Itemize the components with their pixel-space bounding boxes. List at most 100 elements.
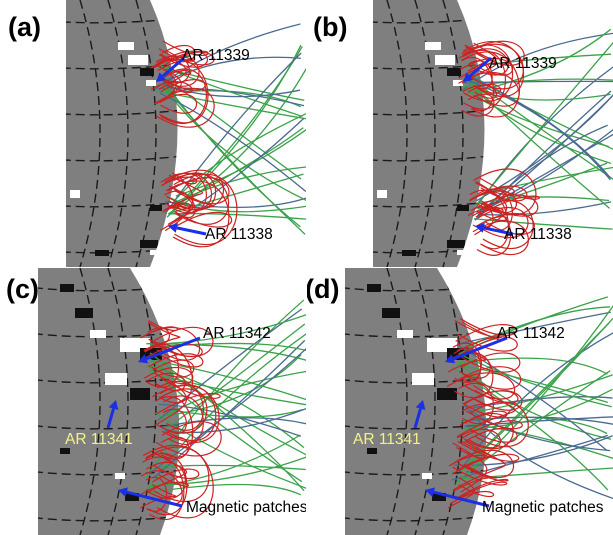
closed-field-loop: [464, 427, 518, 443]
pointer-arrow: [118, 487, 183, 508]
closed-field-loop: [155, 56, 200, 87]
ar-11341-label: AR 11341: [65, 431, 133, 448]
open-field-line: [479, 128, 613, 212]
magnetic-patch: [447, 68, 461, 76]
open-field-line: [464, 416, 613, 428]
closed-field-loop: [476, 210, 508, 227]
closed-field-loop: [452, 440, 506, 491]
open-field-line: [467, 87, 611, 101]
open-field-line: [154, 412, 306, 489]
magnetic-patch: [447, 240, 465, 248]
magnetic-patch: [146, 80, 156, 86]
open-field-line: [461, 311, 611, 344]
closed-field-loop: [479, 200, 534, 249]
closed-field-loop: [145, 446, 210, 503]
sun-disk: [345, 268, 487, 535]
closed-field-loop: [455, 318, 517, 342]
open-field-line: [456, 344, 608, 452]
magnetic-patch: [130, 388, 150, 400]
magnetic-patch: [457, 250, 467, 255]
ar-11338-label: AR 11338: [205, 226, 273, 243]
open-field-line: [455, 364, 608, 404]
closed-field-loop: [456, 428, 502, 449]
closed-field-loop: [460, 352, 521, 373]
open-field-line: [470, 423, 613, 459]
closed-field-loop: [460, 51, 520, 118]
magnetic-patch: [75, 308, 93, 318]
pointer-arrow: [413, 400, 426, 429]
sun-field-image: [373, 0, 613, 267]
closed-field-loop: [156, 50, 208, 68]
panel-d: (d) AR 11342 AR 11341 Magnetic patches: [307, 268, 613, 535]
pointer-arrow: [106, 400, 119, 429]
closed-field-loop: [141, 474, 189, 495]
panel-c: (c) AR 11342 AR 11341 Magnetic patches: [0, 268, 306, 535]
magnetic-patch: [140, 240, 158, 248]
magnetic-patch: [367, 448, 377, 454]
magnetic-patches-label: Magnetic patches: [482, 499, 604, 516]
coordinate-grid: [66, 0, 178, 267]
closed-field-loop: [454, 319, 502, 356]
magnetic-patch: [105, 373, 127, 385]
sun-disk: [373, 0, 485, 267]
closed-field-loop: [142, 444, 214, 519]
magnetic-patch: [118, 42, 134, 50]
magnetic-patch: [70, 190, 80, 198]
open-field-line: [148, 370, 306, 406]
closed-field-loop: [145, 477, 168, 512]
magnetic-patch: [422, 473, 432, 479]
open-field-line: [455, 305, 613, 485]
panel-b: (b) AR 11339 AR 11338: [307, 0, 613, 267]
open-field-line: [462, 80, 613, 84]
open-field-line: [148, 364, 305, 449]
magnetic-patch: [425, 42, 441, 50]
closed-field-loop: [448, 446, 486, 467]
closed-field-loop: [455, 440, 491, 472]
magnetic-patch: [432, 493, 446, 501]
ar-11342-label: AR 11342: [203, 325, 271, 342]
closed-field-loop: [454, 366, 522, 390]
open-field-line: [476, 94, 613, 202]
pointer-arrow: [475, 222, 514, 236]
closed-field-loop: [456, 347, 482, 382]
closed-field-loop: [155, 421, 222, 457]
magnetic-patch: [453, 80, 463, 86]
closed-field-loop: [462, 41, 525, 98]
panel-label: (c): [6, 274, 39, 304]
open-field-line: [453, 435, 613, 466]
closed-field-loop: [156, 377, 221, 415]
closed-field-loop: [461, 410, 523, 440]
closed-field-loop: [151, 326, 214, 357]
sun-field-image: [66, 0, 306, 267]
closed-field-loop: [154, 396, 194, 460]
magnetic-patch: [90, 330, 106, 338]
open-field-line: [457, 370, 611, 482]
closed-field-loop: [150, 359, 195, 378]
closed-field-loop: [461, 93, 495, 117]
closed-field-loop: [163, 172, 207, 214]
pointer-arrow: [463, 56, 492, 82]
open-field-line: [149, 352, 305, 492]
open-field-line: [463, 405, 611, 452]
ar-11338-label: AR 11338: [504, 226, 572, 243]
panel-label: (a): [8, 12, 41, 42]
closed-field-loop: [152, 48, 215, 69]
closed-field-loop: [462, 84, 498, 99]
closed-field-loop: [477, 206, 529, 239]
open-field-line: [472, 396, 613, 409]
closed-field-loop: [165, 180, 230, 248]
magnetic-patch: [457, 205, 469, 211]
closed-field-loop: [161, 174, 198, 187]
closed-field-loop: [158, 55, 187, 90]
closed-field-loop: [154, 379, 188, 426]
closed-field-loop: [452, 442, 488, 493]
open-field-line: [163, 323, 306, 431]
magnetic-patch: [367, 284, 381, 292]
open-field-line: [451, 434, 609, 481]
ar-11339-label: AR 11339: [182, 47, 250, 64]
magnetic-patch: [150, 250, 160, 255]
closed-field-loop: [156, 87, 215, 128]
sun-disk: [38, 268, 180, 535]
closed-field-loop: [148, 353, 204, 368]
pointer-arrow: [445, 336, 508, 364]
